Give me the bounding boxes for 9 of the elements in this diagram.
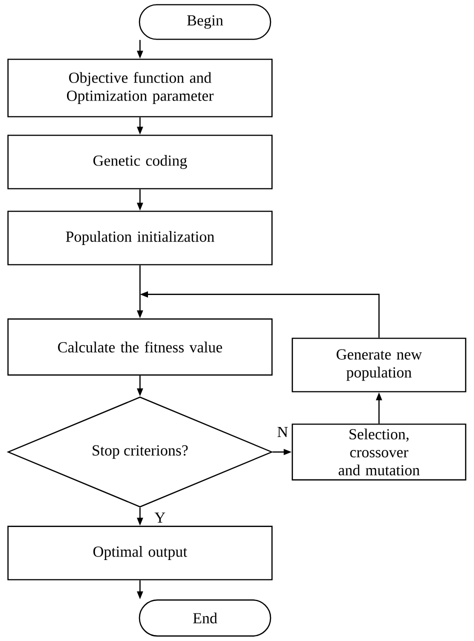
process-box: Genetic coding [7,134,273,190]
process-box: Population initialization [7,210,273,266]
process-box: Calculate the fitness value [7,318,273,376]
process-box: Selection, crossover and mutation [292,424,466,480]
process-box: Generate new population [292,338,466,392]
process-box: Objective function and Optimization parameter [7,58,273,118]
process-box: Optimal output [7,526,273,580]
edge-label: Y [153,511,167,524]
edge-label: N [276,426,290,438]
